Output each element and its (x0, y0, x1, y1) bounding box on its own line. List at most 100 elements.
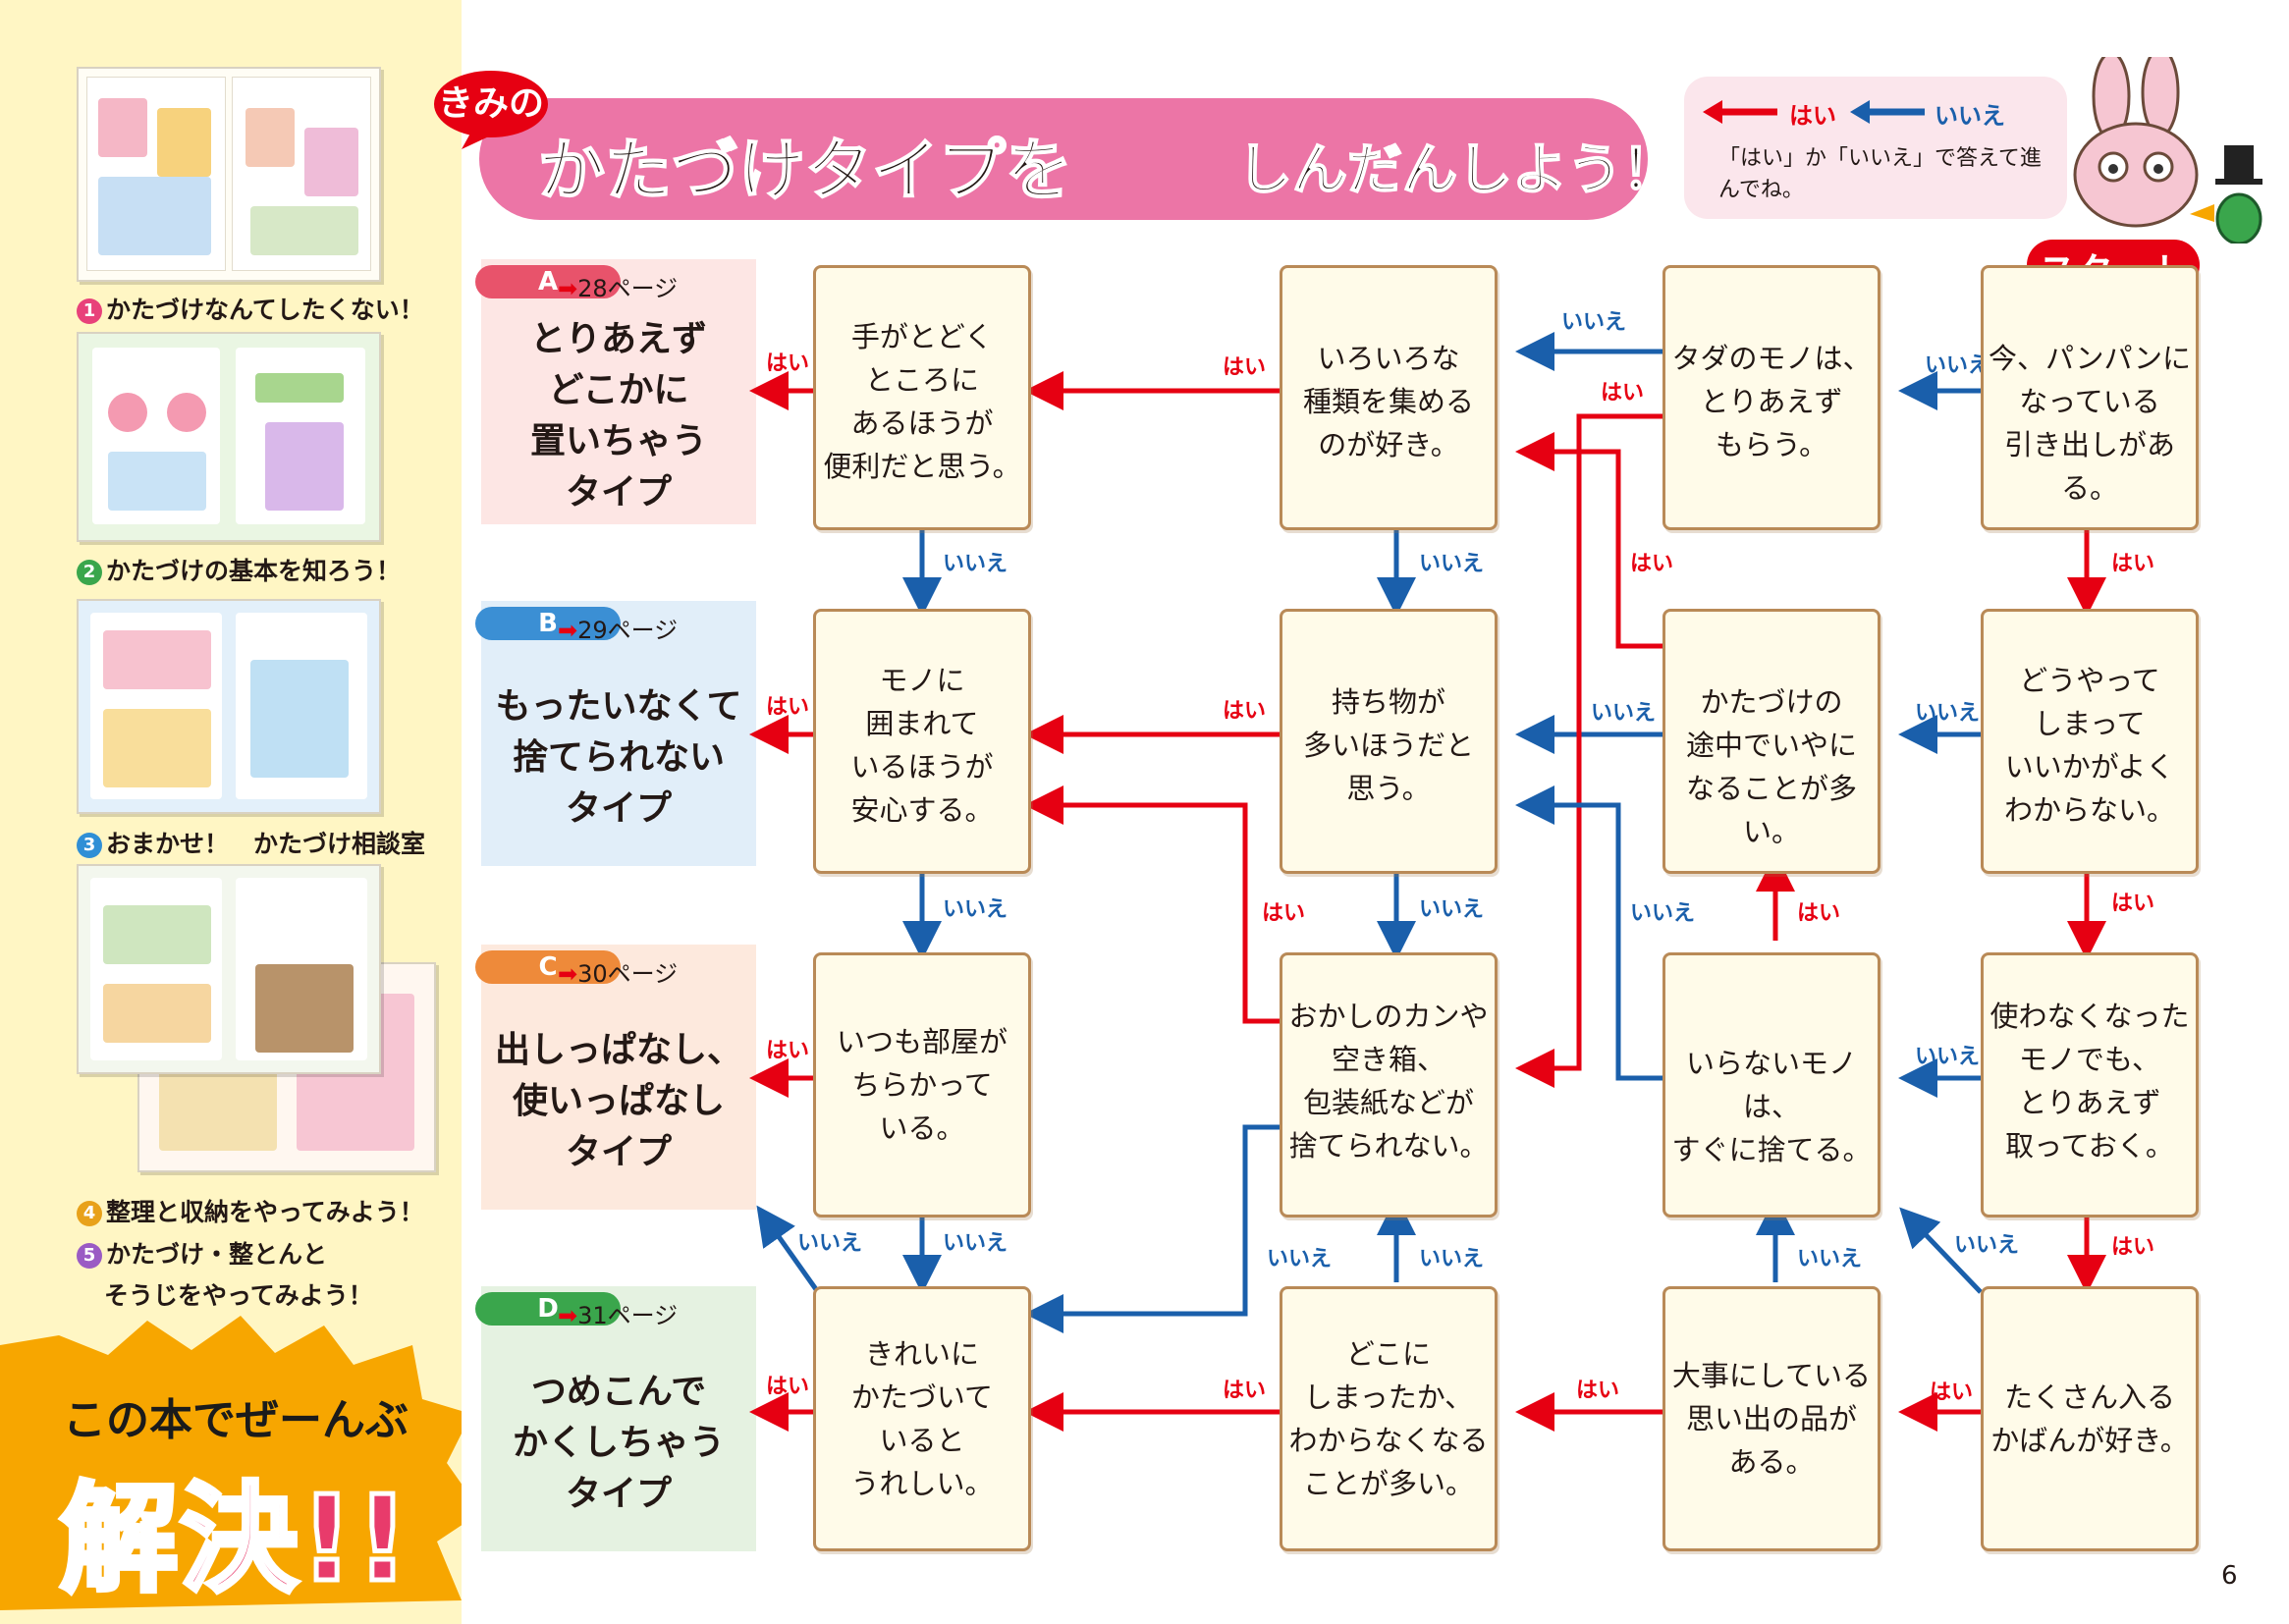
question-16[interactable]: きれいにかたづいているとうれしい。 (813, 1286, 1031, 1551)
result-a-page: ➡28ページ (558, 275, 679, 302)
question-14[interactable]: 大事にしている思い出の品がある。 (1662, 1286, 1880, 1551)
chapter-4-thumbnail[interactable] (77, 864, 381, 1074)
chapter-number: 4 (77, 1201, 102, 1226)
yes-label: はい (1262, 901, 1306, 926)
yes-label: はい (1223, 355, 1267, 380)
question-line: 囲まれて (865, 707, 979, 740)
question-line: しまったか、 (1303, 1380, 1474, 1414)
question-1[interactable]: 今、パンパンになっている引き出しがある。 (1981, 265, 2199, 530)
yes-label: はい (2111, 1235, 2155, 1260)
yes-label: はい (1930, 1380, 1974, 1405)
result-line: つめこんで (530, 1372, 707, 1412)
yes-label: はい (1601, 381, 1645, 406)
result-d-card (481, 1286, 756, 1551)
question-line: いいかがよく (2004, 750, 2175, 784)
legend-panel (1684, 77, 2067, 219)
chapter-number: 5 (77, 1243, 102, 1269)
result-d-letter: D (475, 1292, 621, 1326)
result-page-text: 30ページ (577, 960, 679, 988)
result-c-letter: C (475, 950, 621, 984)
result-a-card (481, 259, 756, 524)
question-4[interactable]: 手がとどくところにあるほうが便利だと思う。 (813, 265, 1031, 530)
result-c-label: 出しっぱなし、 使いっぱなし タイプ (481, 1025, 756, 1178)
burst-solve-text: 解決!! (58, 1470, 411, 1611)
question-line: 便利だと思う。 (823, 450, 1021, 483)
no-label: いいえ (1915, 701, 1981, 726)
chapter-2-thumbnail[interactable] (77, 332, 381, 542)
question-line: 取っておく。 (2005, 1129, 2174, 1163)
no-label: いいえ (1630, 901, 1696, 926)
question-7[interactable]: 持ち物が多いほうだと思う。 (1280, 609, 1498, 874)
result-d-label: つめこんで かくしちゃう タイプ (481, 1367, 756, 1520)
question-15[interactable]: どこにしまったか、わからなくなることが多い。 (1280, 1286, 1498, 1551)
question-line: すぐに捨てる。 (1671, 1133, 1872, 1166)
yes-label: はい (1576, 1379, 1620, 1403)
chapter-number: 1 (77, 298, 102, 324)
result-b-letter: B (475, 607, 621, 640)
page-title: かたづけタイプを (537, 132, 1073, 211)
question-line: 種類を集める (1302, 385, 1474, 418)
chapter-1-thumbnail[interactable] (77, 67, 381, 282)
question-9[interactable]: 使わなくなったモノでも、とりあえず取っておく。 (1981, 952, 2199, 1218)
chapter-label: おまかせ！ かたづけ相談室 (106, 830, 426, 858)
no-label: いいえ (1419, 552, 1485, 576)
question-line: うれしい。 (850, 1467, 994, 1500)
question-line: いると (879, 1424, 965, 1457)
question-line: 大事にしている (1671, 1359, 1872, 1392)
question-10[interactable]: いらないモノは、すぐに捨てる。 (1662, 952, 1880, 1218)
question-6[interactable]: かたづけの途中でいやになることが多い。 (1662, 609, 1880, 874)
no-label: いいえ (1925, 353, 1990, 378)
question-12[interactable]: いつも部屋がちらかっている。 (813, 952, 1031, 1218)
question-line: モノでも、 (2018, 1043, 2161, 1076)
chapter-label: 整理と収納をやってみよう！ (106, 1198, 424, 1226)
question-3[interactable]: いろいろな種類を集めるのが好き。 (1280, 265, 1498, 530)
no-label: いいえ (797, 1231, 863, 1256)
page-subtitle: しんだんしよう！ (1236, 137, 1678, 203)
result-line: とりあえず (529, 319, 707, 359)
yes-label: はい (766, 352, 810, 376)
question-line: 今、パンパンに (1989, 342, 2191, 375)
question-line: 多いほうだと (1302, 729, 1474, 762)
no-label: いいえ (1915, 1045, 1981, 1069)
question-8[interactable]: モノに囲まれているほうが安心する。 (813, 609, 1031, 874)
question-line: 引き出しがある。 (2003, 428, 2175, 505)
result-b-label: もったいなくて 捨てられない タイプ (481, 681, 756, 835)
yes-label: はい (1630, 552, 1674, 576)
result-c-card (481, 945, 756, 1210)
kimino-badge-text: きみの (438, 83, 545, 124)
chapter-3-thumbnail[interactable] (77, 599, 381, 814)
yes-label: はい (766, 1375, 810, 1399)
legend-no-label: いいえ (1935, 102, 2005, 130)
question-5[interactable]: どうやってしまっていいかがよくわからない。 (1981, 609, 2199, 874)
result-a-letter: A (475, 265, 621, 298)
yes-label: はい (766, 1039, 810, 1063)
question-line: かたづいて (850, 1380, 994, 1414)
question-line: 捨てられない。 (1288, 1129, 1489, 1163)
question-line: どこに (1345, 1337, 1432, 1371)
title-banner (479, 98, 1648, 220)
result-page-text: 28ページ (577, 275, 679, 302)
chapter-number: 2 (77, 560, 102, 585)
result-line: タイプ (565, 788, 672, 829)
question-line: 途中でいやに (1685, 729, 1857, 762)
question-line: とりあえず (2018, 1086, 2161, 1119)
yes-label: はい (766, 695, 810, 720)
result-line: タイプ (565, 472, 672, 513)
question-13[interactable]: たくさん入るかばんが好き。 (1981, 1286, 2199, 1551)
question-11[interactable]: おかしのカンや空き箱、包装紙などが捨てられない。 (1280, 952, 1498, 1218)
question-line: かばんが好き。 (1990, 1424, 2189, 1457)
yes-label: はい (2111, 552, 2155, 576)
question-line: ことが多い。 (1302, 1467, 1474, 1500)
question-line: おかしのカンや (1288, 1000, 1489, 1033)
result-b-page: ➡29ページ (558, 617, 679, 644)
question-line: 手がとどく (850, 320, 994, 353)
question-line: 思い出の品が (1685, 1402, 1857, 1435)
page-number: 6 (2221, 1561, 2238, 1591)
question-2[interactable]: タダのモノは、とりあえずもらう。 (1662, 265, 1880, 530)
